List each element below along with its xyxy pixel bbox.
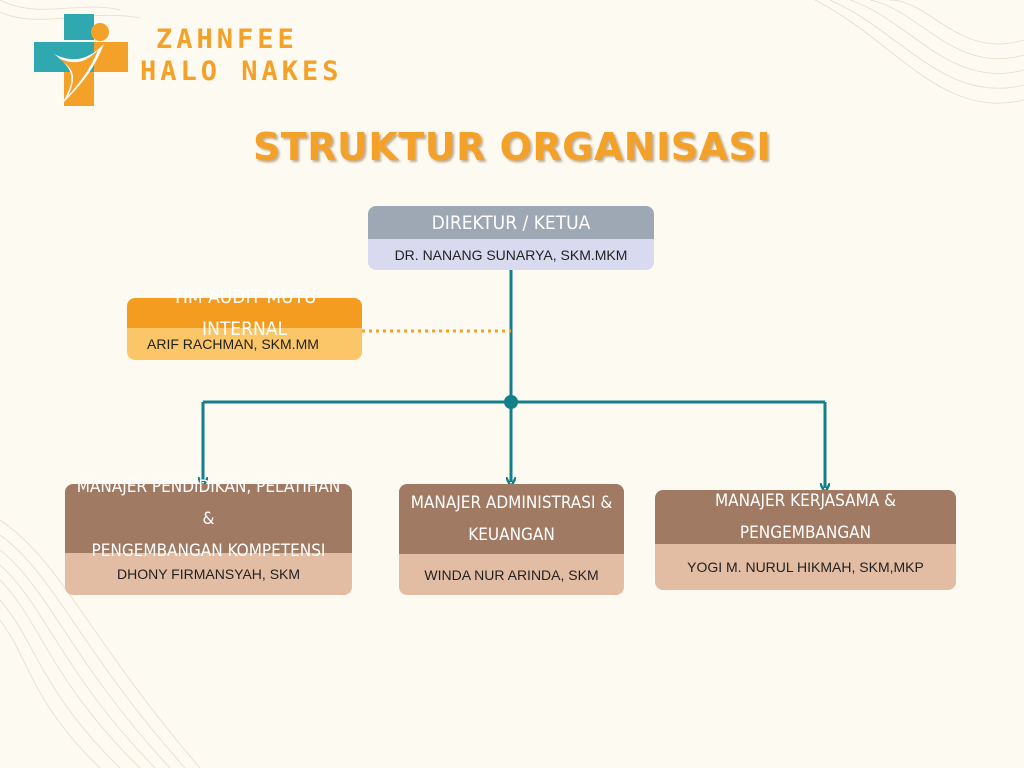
manager-role-line-1: MANAJER ADMINISTRASI & [410, 493, 613, 513]
audit-name: ARIF RACHMAN, SKM.MM [127, 328, 362, 360]
page-title: STRUKTUR ORGANISASI [252, 125, 771, 169]
audit-box: TIM AUDIT MUTU INTERNAL ARIF RACHMAN, SK… [127, 286, 362, 360]
manager-box-education: MANAJER PENDIDIKAN, PELATIHAN & PENGEMBA… [65, 477, 352, 595]
manager-name: YOGI M. NURUL HIKMAH, SKM,MKP [655, 544, 956, 590]
manager-role-line-1: MANAJER PENDIDIKAN, PELATIHAN & [76, 476, 341, 529]
director-box: DIREKTUR / KETUA DR. NANANG SUNARYA, SKM… [368, 206, 654, 270]
audit-role: TIM AUDIT MUTU INTERNAL [127, 286, 362, 340]
manager-role-line-2: PENGEMBANGAN KOMPETENSI [91, 540, 326, 561]
medical-cross-person-logo [34, 14, 128, 106]
manager-name: WINDA NUR ARINDA, SKM [399, 554, 624, 595]
brand-line-2: HALO NAKES [140, 56, 343, 87]
director-name: DR. NANANG SUNARYA, SKM.MKM [368, 239, 654, 270]
manager-role: MANAJER PENDIDIKAN, PELATIHAN & PENGEMBA… [65, 477, 352, 561]
manager-box-partnership: MANAJER KERJASAMA & PENGEMBANGAN YOGI M.… [655, 490, 956, 590]
brand-line-1: ZAHNFEE [156, 24, 298, 55]
manager-role: MANAJER KERJASAMA & PENGEMBANGAN [655, 490, 956, 544]
director-role: DIREKTUR / KETUA [368, 206, 654, 239]
manager-role-line-2: KEUANGAN [468, 525, 555, 545]
manager-role: MANAJER ADMINISTRASI & KEUANGAN [399, 484, 624, 554]
manager-box-administration: MANAJER ADMINISTRASI & KEUANGAN WINDA NU… [399, 484, 624, 595]
manager-name: DHONY FIRMANSYAH, SKM [65, 553, 352, 595]
